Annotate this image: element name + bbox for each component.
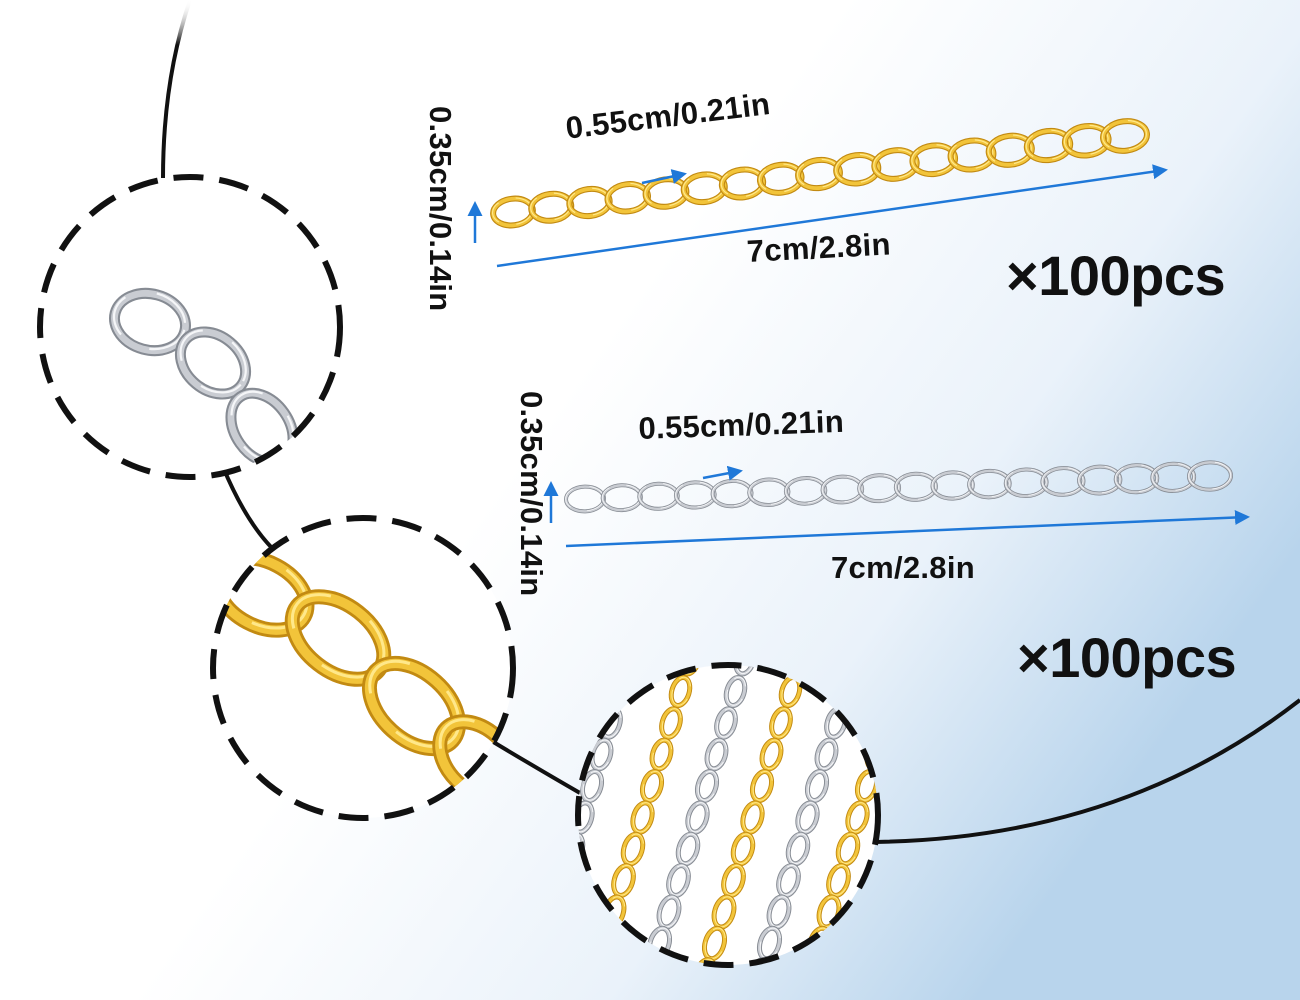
closeup-mixed-silver-link [804,769,830,803]
closeup-mixed-silver-link [795,800,820,835]
gold-chain-link [1061,122,1112,159]
closeup-mixed-silver-link [579,769,605,803]
closeup-mixed-gold-link [759,737,784,772]
silver-chain-link [857,473,902,504]
gold-extension-chain [490,118,1150,229]
silver-chain-link [1040,466,1086,497]
closeup-mixed-gold-link [845,800,870,835]
gold-link-height-label: 0.35cm/0.14in [423,106,458,312]
closeup-gold-link [361,655,467,757]
silver-extension-chain [564,460,1233,514]
silver-link-height-label: 0.35cm/0.14in [514,391,549,597]
silver-chain-link [930,470,975,501]
gold-chain-link [833,152,882,187]
closeup-mixed-silver-link [814,737,839,772]
silver-chain-link [967,468,1012,500]
closeup-silver-link [108,287,192,357]
closeup-frame-middle [210,515,516,821]
silver-link-width-arrow [702,465,743,481]
silver-chain-link [1077,464,1123,496]
gold-chain-link [985,132,1035,168]
gold-chain-link [1100,118,1150,154]
silver-chain-closeup-icon [40,177,340,477]
silver-chain-link [783,476,828,506]
gold-chain-link [947,137,997,173]
closeup-mixed-silver-link [685,800,710,835]
gold-quantity-label: ×100pcs [1006,244,1226,307]
silver-chain-link [893,471,938,502]
connector-line-top [161,0,192,179]
silver-length-label: 7cm/2.8in [831,550,976,585]
silver-chain-link [1003,467,1049,499]
closeup-mixed-silver-link [694,769,720,803]
silver-chain-link [1187,460,1233,492]
closeup-mixed-gold-link [639,769,665,803]
gold-chain-link [909,142,959,178]
closeup-mixed-gold-link [668,674,693,709]
gold-chain-link [871,147,920,182]
closeup-mixed-silver-link [704,737,729,772]
closeup-mixed-silver-link [723,674,748,709]
connector-left-mid [221,466,274,550]
connector-arc-right [869,698,1300,844]
silver-chain-link [747,477,791,507]
silver-quantity-label: ×100pcs [1017,626,1237,689]
closeup-mixed-gold-link [630,800,655,835]
closeup-mixed-silver-link [714,706,738,740]
closeup-mixed-gold-link [659,706,683,740]
closeup-mixed-gold-link [649,737,674,772]
connector-mid-right [488,738,581,795]
gold-link-width-arrow [641,169,687,185]
silver-link-width-label: 0.55cm/0.21in [637,403,845,446]
silver-length-arrow [565,510,1250,548]
closeup-frame-left [37,174,343,480]
gold-length-arrow [496,164,1168,268]
closeup-mixed-silver-link [733,665,757,677]
closeup-mixed-gold-link [769,706,793,740]
gold-chain-link [795,156,843,192]
silver-chain-link [820,474,865,505]
closeup-mixed-silver-link [589,737,614,772]
closeup-silver-link [174,326,252,400]
closeup-mixed-gold-link [749,769,775,803]
closeup-mixed-gold-link [740,800,765,835]
silver-chain-link [1150,461,1197,493]
closeup-mixed-gold-link [692,957,718,965]
gold-length-label: 7cm/2.8in [745,226,892,269]
silver-chain-link [1113,463,1160,495]
closeup-frame-right [575,662,881,968]
